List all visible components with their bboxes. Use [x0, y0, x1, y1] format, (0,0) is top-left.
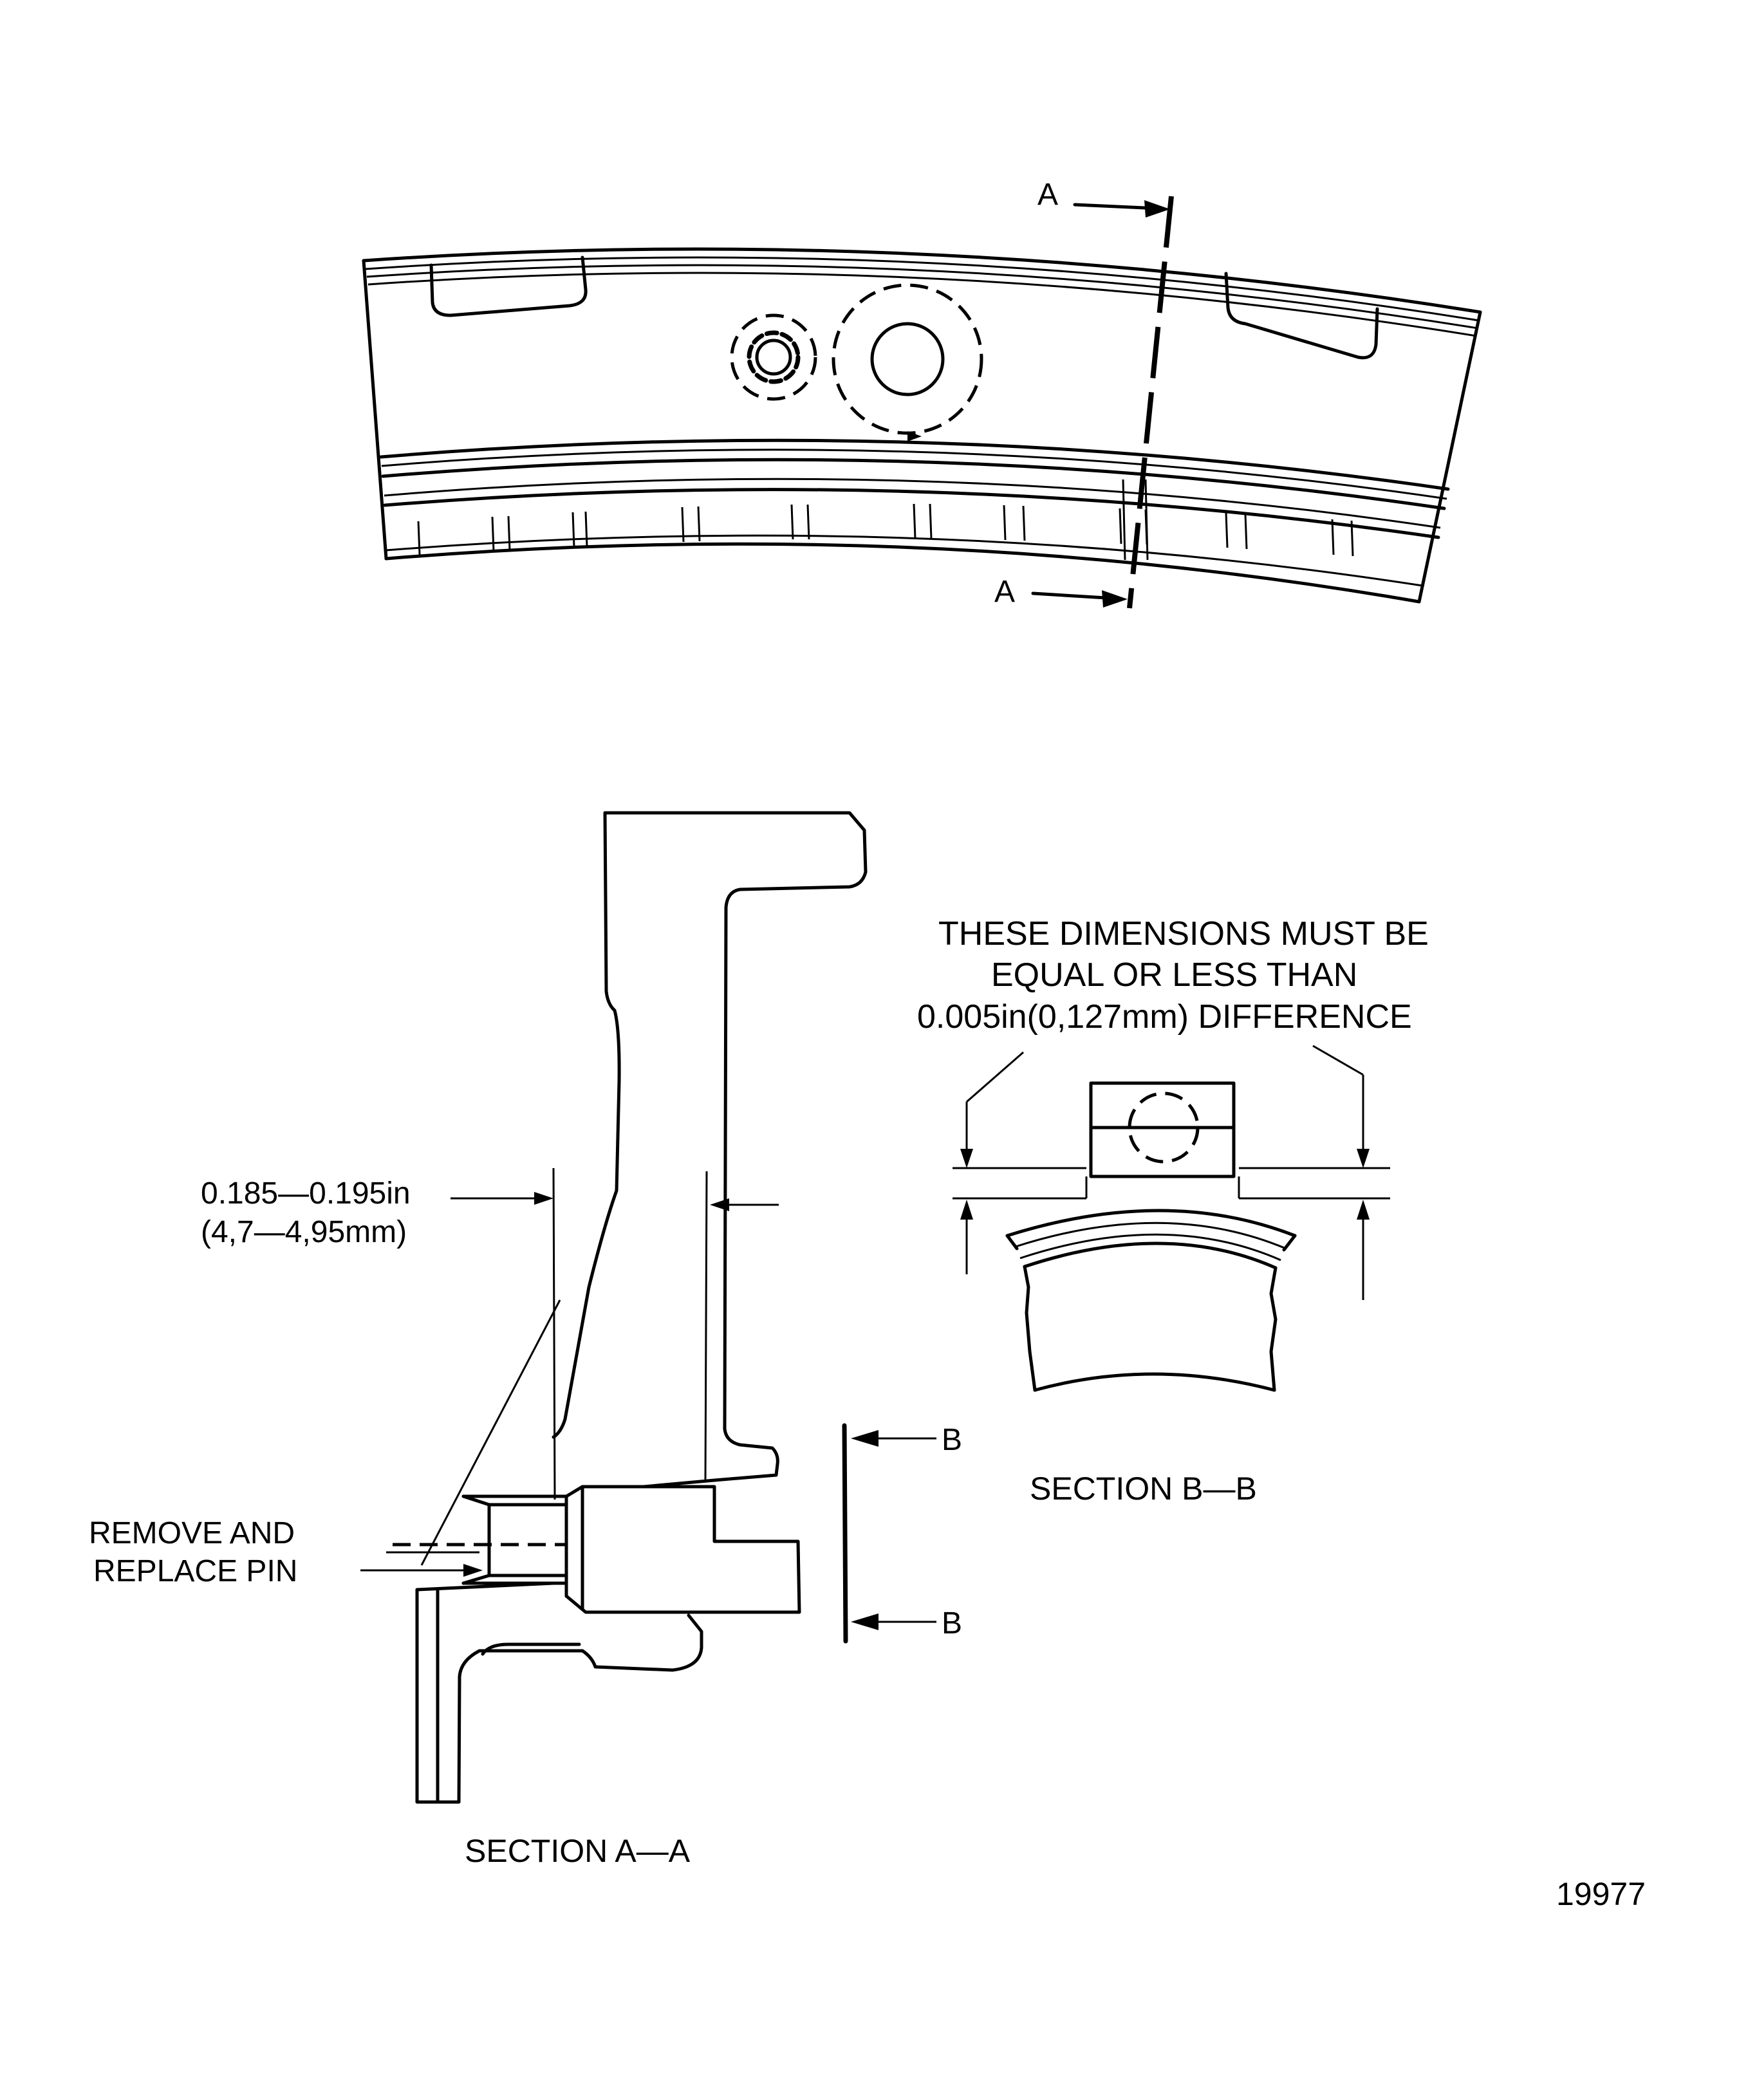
top-view-ring-segment: [362, 196, 1482, 609]
section-bb-caption: SECTION B—B: [1030, 1471, 1257, 1507]
section-marker-b-bottom: B: [942, 1606, 962, 1640]
ring-tooth-lines: [417, 503, 1354, 557]
pin-note-line1: REMOVE AND: [89, 1516, 295, 1550]
figure-number: 19977: [1556, 1876, 1646, 1912]
section-marker-a-top: A: [1037, 178, 1058, 212]
dimension-mm-label: (4,7—4,95mm): [201, 1215, 407, 1249]
section-aa-profile: [360, 811, 936, 1804]
tolerance-note-line2: EQUAL OR LESS THAN: [991, 956, 1357, 994]
section-marker-b-top: B: [942, 1423, 962, 1457]
section-aa-caption: SECTION A—A: [465, 1833, 691, 1869]
pin-note-line2: REPLACE PIN: [93, 1554, 297, 1588]
dimension-inches-label: 0.185—0.195in: [201, 1176, 411, 1211]
tolerance-note-line3: 0.005in(0,127mm) DIFFERENCE: [917, 998, 1412, 1036]
section-marker-a-bottom: A: [994, 575, 1015, 609]
section-line-b: [842, 1423, 848, 1644]
tolerance-note-line1: THESE DIMENSIONS MUST BE: [938, 915, 1429, 952]
section-line-a: [1127, 196, 1174, 609]
section-bb-view: [953, 1045, 1390, 1392]
